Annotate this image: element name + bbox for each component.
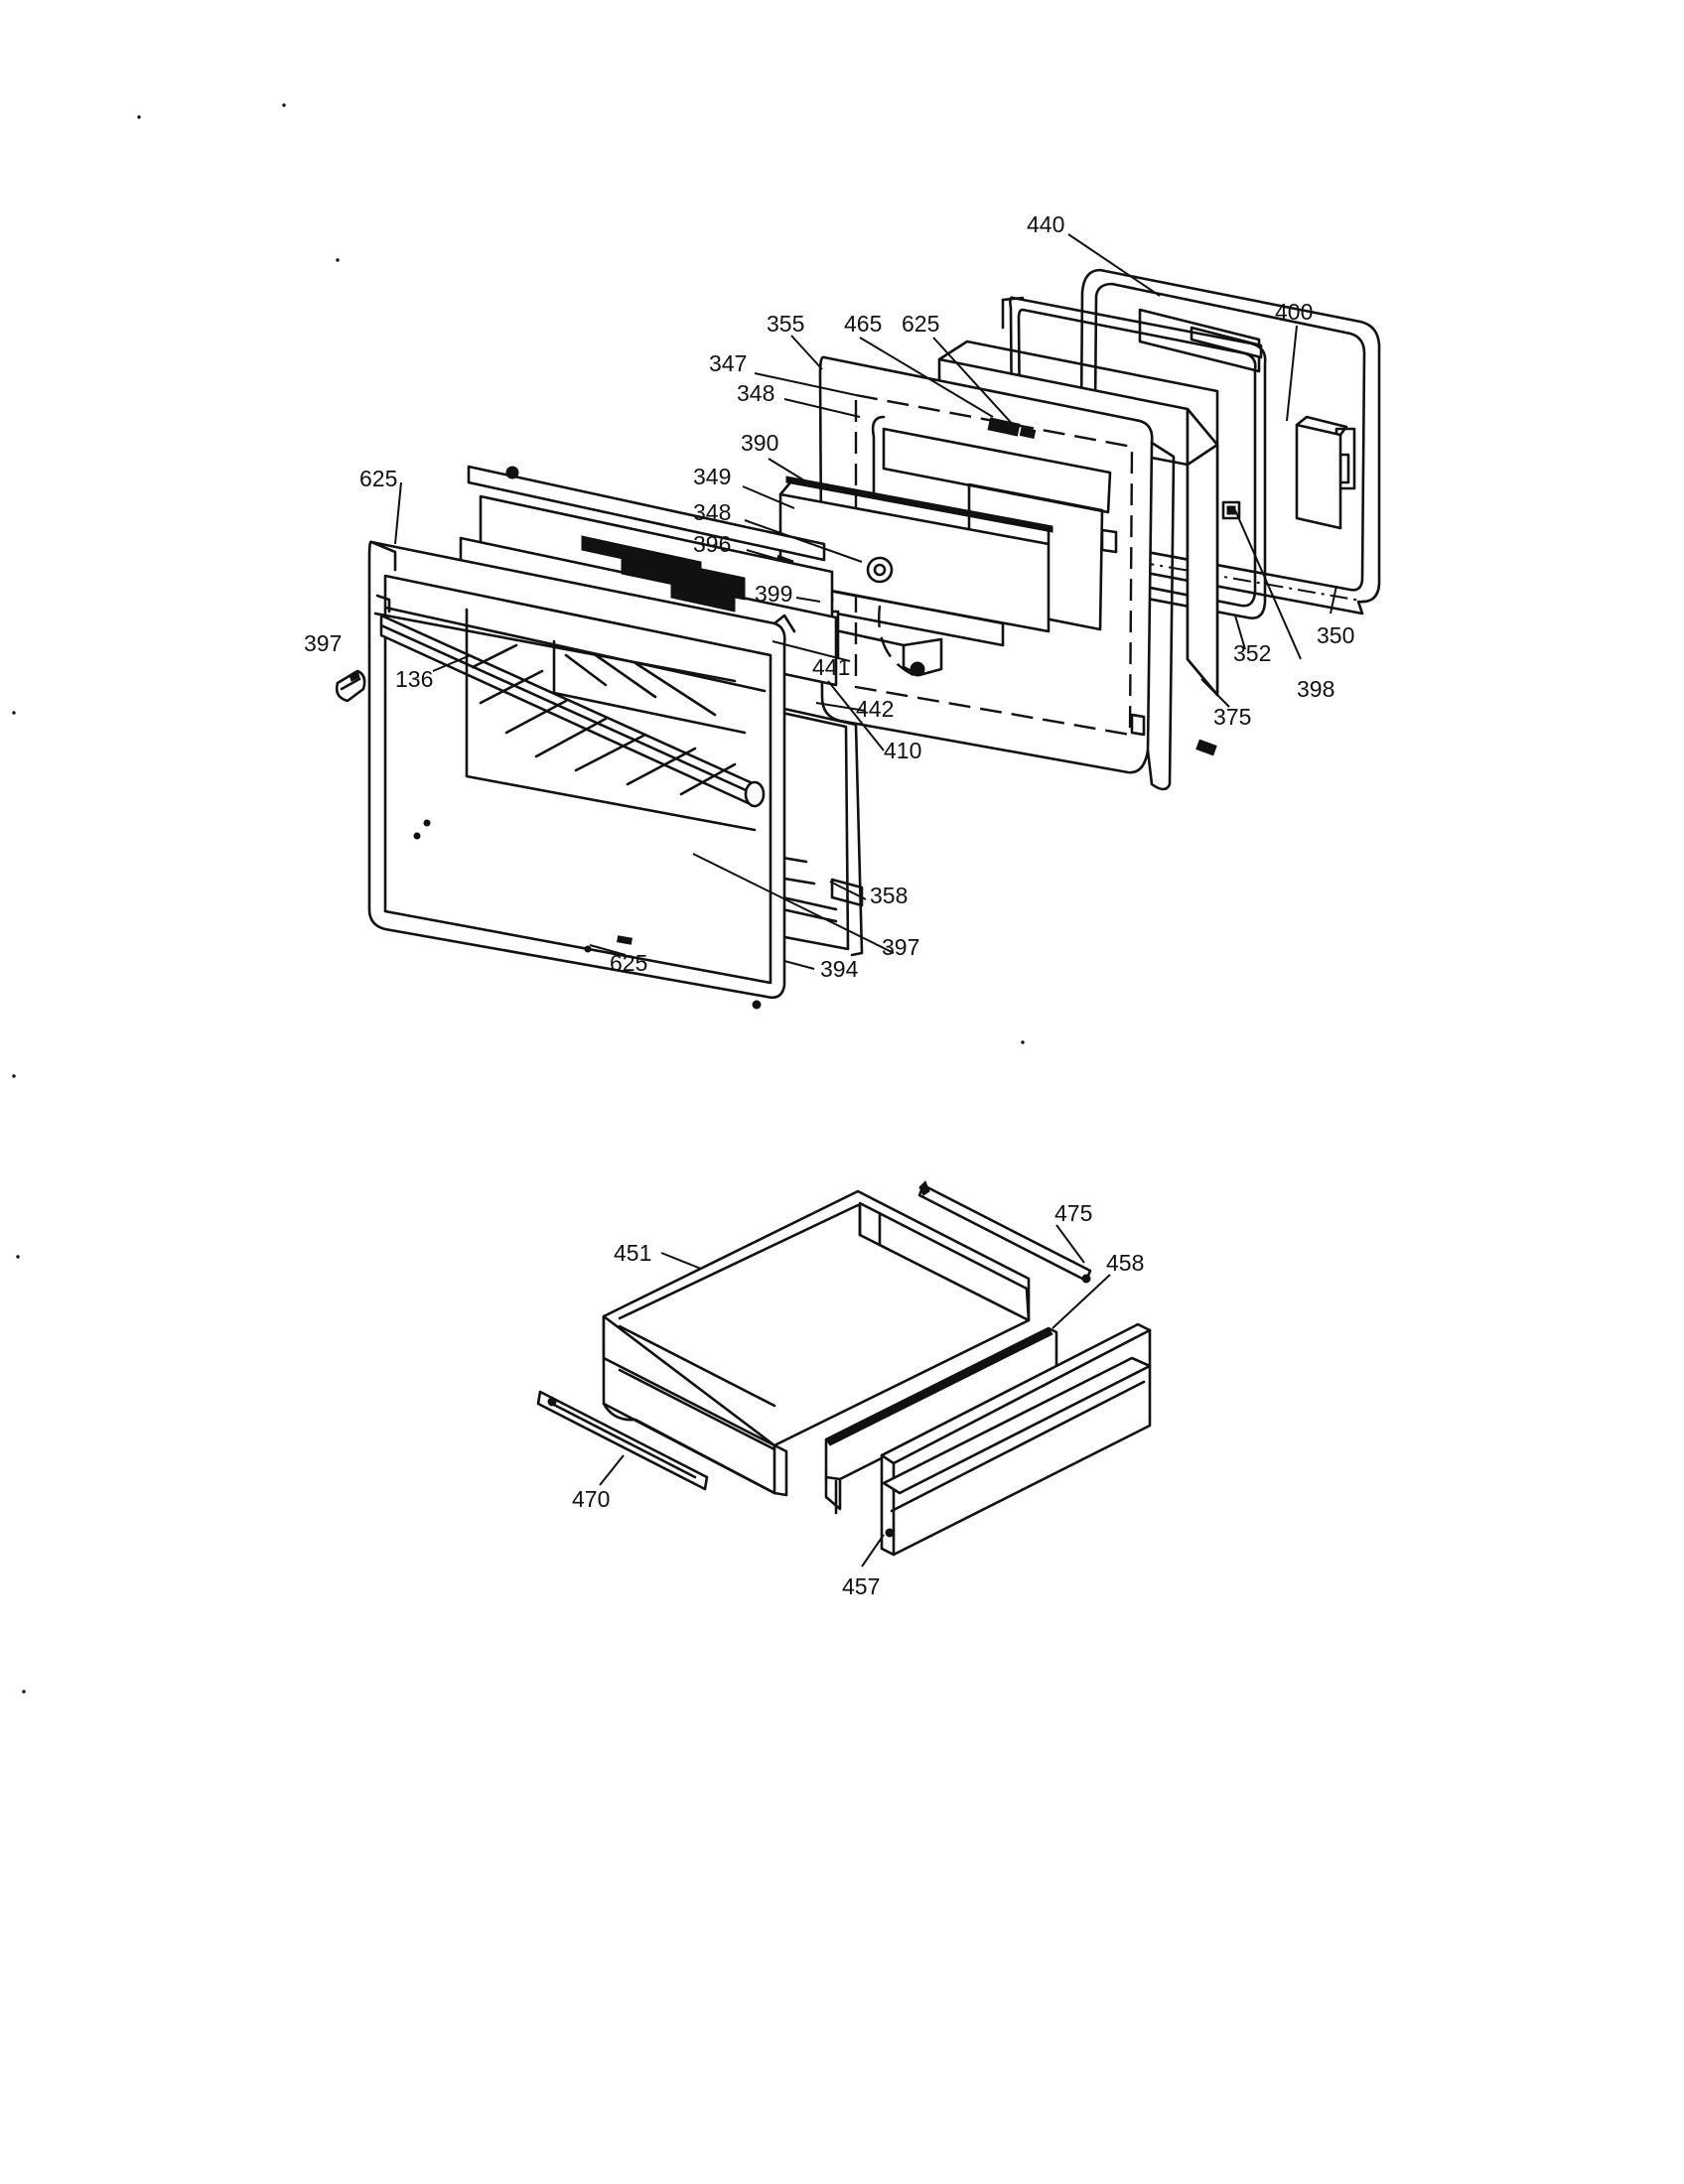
oven-door-assembly bbox=[335, 268, 1381, 1010]
callout-347: 347 bbox=[709, 350, 747, 376]
bracket-465 bbox=[987, 417, 1037, 439]
callout-398: 398 bbox=[1297, 676, 1334, 702]
callout-451: 451 bbox=[614, 1240, 651, 1266]
callout-labels: 440 400 355 465 625 347 348 390 349 348 … bbox=[304, 211, 1354, 1599]
callout-625-left: 625 bbox=[359, 466, 397, 491]
callout-400: 400 bbox=[1275, 299, 1313, 325]
callout-441: 441 bbox=[812, 654, 850, 680]
callout-358: 358 bbox=[870, 883, 908, 908]
drawer-assembly bbox=[536, 1180, 1152, 1557]
callout-397-right: 397 bbox=[882, 934, 919, 960]
callout-410: 410 bbox=[884, 738, 921, 763]
callout-625-bottom: 625 bbox=[610, 950, 647, 976]
outer-door-frame-136 bbox=[367, 540, 796, 1010]
callout-397-left: 397 bbox=[304, 630, 342, 656]
callout-442: 442 bbox=[856, 696, 894, 722]
callout-350: 350 bbox=[1317, 622, 1354, 648]
vent-duct-400 bbox=[1138, 308, 1348, 530]
callout-396: 396 bbox=[693, 531, 731, 557]
callout-457: 457 bbox=[842, 1573, 880, 1599]
slide-rail-475 bbox=[917, 1180, 1092, 1284]
callout-625-top: 625 bbox=[902, 311, 939, 337]
callout-355: 355 bbox=[767, 311, 804, 337]
handle-cap-397 bbox=[335, 669, 366, 703]
slide-rail-470 bbox=[536, 1390, 709, 1491]
callout-470: 470 bbox=[572, 1486, 610, 1512]
drawer-box-451 bbox=[602, 1189, 1031, 1497]
clip-398 bbox=[1221, 500, 1241, 520]
callout-458: 458 bbox=[1106, 1250, 1144, 1276]
callout-352: 352 bbox=[1233, 640, 1271, 666]
callout-349: 349 bbox=[693, 464, 731, 489]
scan-specks bbox=[12, 103, 1025, 1694]
callout-375: 375 bbox=[1213, 704, 1251, 730]
callout-348-upper: 348 bbox=[737, 380, 774, 406]
door-gasket-352 bbox=[1001, 296, 1267, 619]
drawer-liner-458 bbox=[824, 1326, 1058, 1515]
callout-leaders bbox=[394, 233, 1337, 1568]
callout-390: 390 bbox=[741, 430, 778, 456]
callout-440: 440 bbox=[1027, 211, 1064, 237]
glass-pane-349 bbox=[778, 476, 1053, 647]
callout-475: 475 bbox=[1054, 1200, 1092, 1226]
callout-136: 136 bbox=[395, 666, 433, 692]
hinge-441 bbox=[838, 629, 943, 677]
callout-399: 399 bbox=[755, 581, 792, 607]
door-handle-136 bbox=[373, 612, 737, 683]
callout-348-lower: 348 bbox=[693, 499, 731, 525]
callout-394: 394 bbox=[820, 956, 859, 982]
callout-465: 465 bbox=[844, 311, 882, 337]
drawer-front-457 bbox=[880, 1322, 1152, 1557]
